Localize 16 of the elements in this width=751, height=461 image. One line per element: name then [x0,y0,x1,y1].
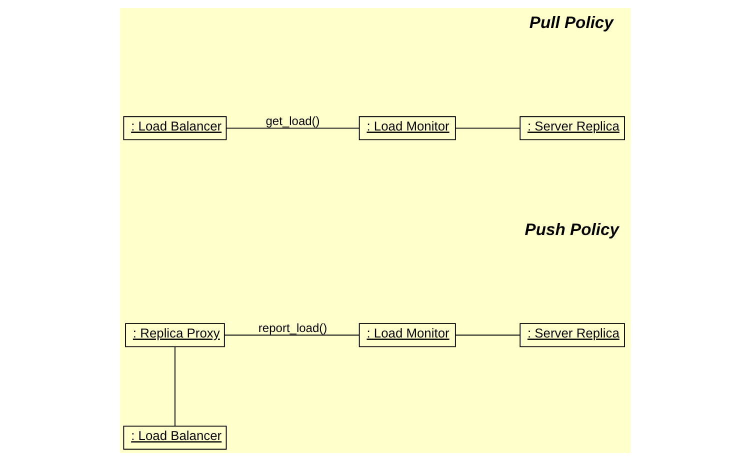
connector [174,346,176,427]
label: Push Policy [524,220,619,239]
label: Pull Policy [529,12,614,32]
node-box: : Load Balancer [123,116,227,140]
edge-label: report_load() [258,320,328,335]
node-box: : Load Balancer [123,426,227,450]
connector [455,334,521,336]
connector [226,128,360,129]
node-box: : Load Monitor [358,116,456,140]
node-box: : Server Replica [520,323,625,348]
node-box: : Replica Proxy [125,323,225,348]
connector [455,128,521,129]
edge-label: get_load() [266,114,320,128]
node-box: : Server Replica [520,116,625,140]
node-box: : Load Monitor [358,323,456,348]
connector [224,334,360,336]
